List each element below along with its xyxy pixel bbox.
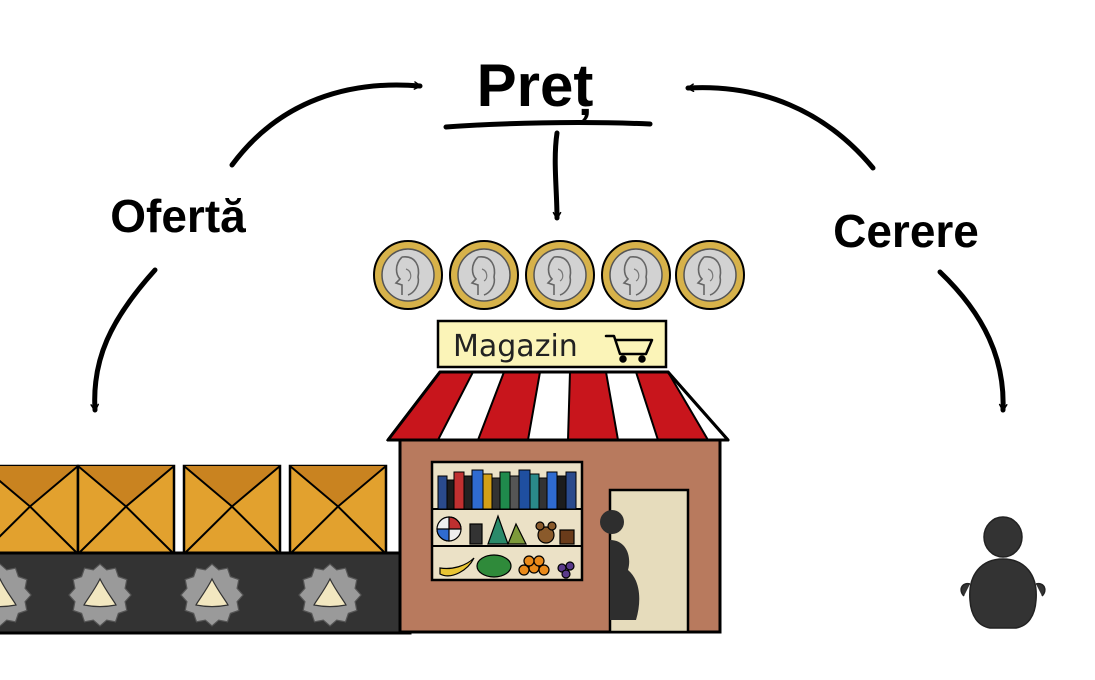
- box-icon: [0, 464, 80, 556]
- boxes: [0, 464, 388, 556]
- coins: [373, 240, 745, 310]
- shop-awning: [385, 370, 730, 442]
- shop-sign: Magazin: [436, 319, 668, 369]
- shop-sign-label: Magazin: [453, 329, 578, 364]
- coin-icon: [675, 240, 745, 310]
- person-icon: [960, 516, 1046, 629]
- gears: [0, 563, 362, 627]
- cart-icon: [604, 334, 654, 363]
- coin-icon: [449, 240, 519, 310]
- demand-label: Cerere: [833, 205, 979, 257]
- title-group: Preț: [443, 52, 653, 130]
- shop-window: [430, 460, 584, 582]
- books: [437, 469, 577, 510]
- arrows: [90, 81, 1008, 413]
- box-icon: [76, 464, 176, 556]
- person-in-doorway: [610, 540, 640, 620]
- page-title: Preț: [477, 52, 594, 120]
- arrow-price-to-coins: [552, 130, 562, 221]
- arrow-demand-to-consumer: [937, 269, 1008, 413]
- gear-icon: [0, 563, 32, 627]
- shop-door: [600, 488, 690, 634]
- gear-icon: [298, 563, 362, 627]
- box-icon: [288, 464, 388, 556]
- gear-icon: [180, 563, 244, 627]
- arrow-supply-to-goods: [90, 267, 158, 413]
- coin-icon: [525, 240, 595, 310]
- arrow-demand-to-price: [685, 83, 876, 171]
- box-icon: [182, 464, 282, 556]
- title-underline: [443, 120, 653, 130]
- supply-label: Ofertă: [110, 190, 246, 242]
- toys: [436, 514, 575, 545]
- coin-icon: [601, 240, 671, 310]
- conveyor: [0, 464, 412, 635]
- gear-icon: [68, 563, 132, 627]
- food: [439, 554, 575, 579]
- arrow-supply-to-price: [229, 81, 423, 168]
- coin-icon: [373, 240, 443, 310]
- shop: Magazin: [385, 319, 730, 634]
